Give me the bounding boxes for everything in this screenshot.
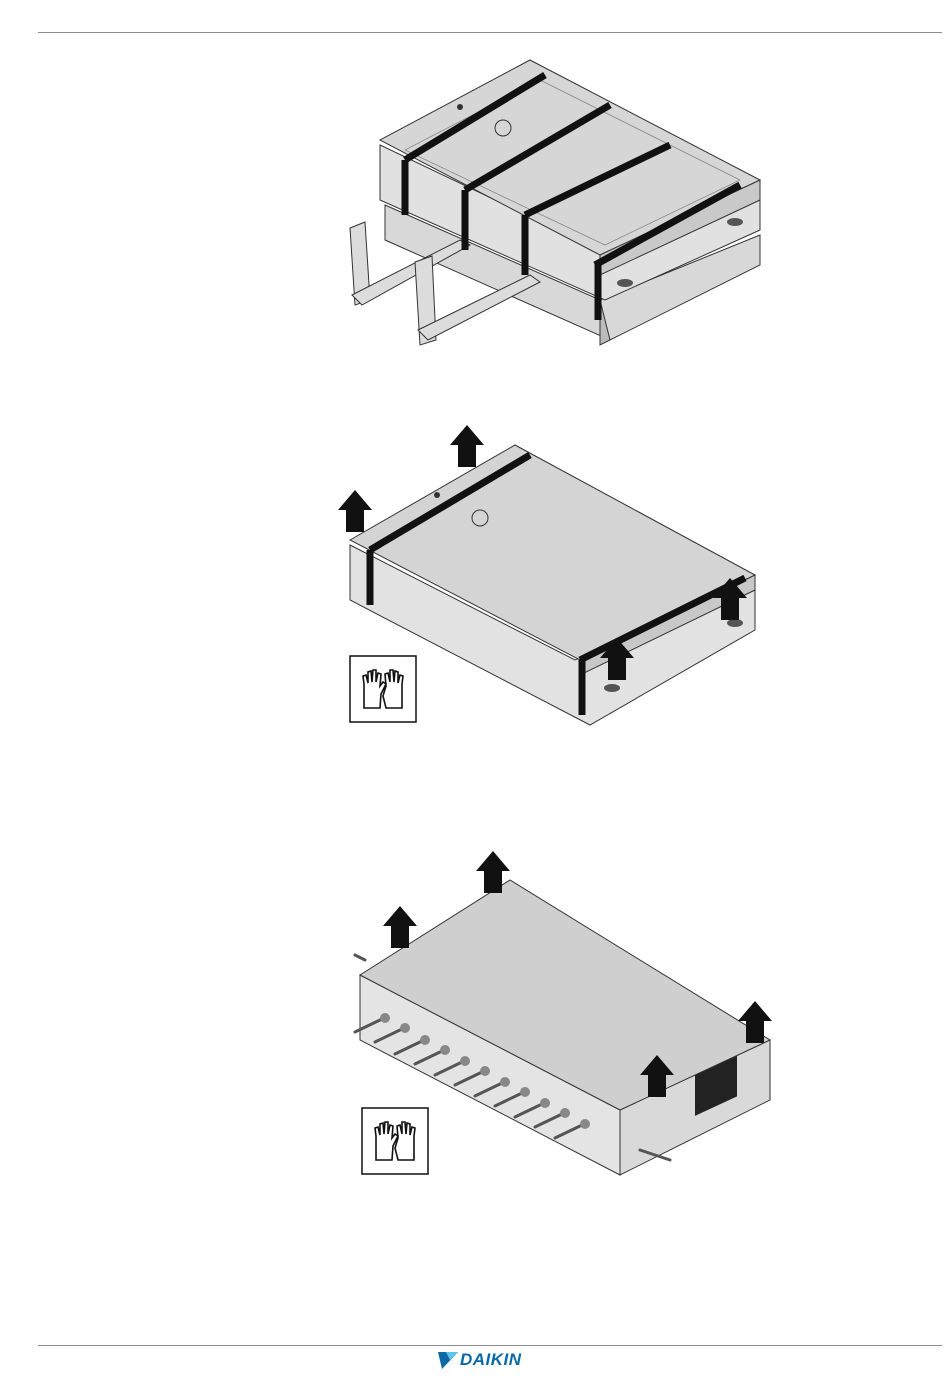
figure-3: [355, 851, 772, 1175]
footer-rule: [38, 1345, 942, 1346]
gloves-icon: [362, 1108, 428, 1174]
figure-1: [350, 60, 760, 345]
figure-2: [338, 425, 755, 725]
daikin-logo-icon: [438, 1350, 458, 1370]
up-arrow-icon: [450, 425, 484, 467]
gloves-icon: [350, 656, 416, 722]
brand-name: DAIKIN: [460, 1349, 522, 1371]
up-arrow-icon: [338, 490, 372, 532]
daikin-logo: DAIKIN: [438, 1349, 548, 1371]
